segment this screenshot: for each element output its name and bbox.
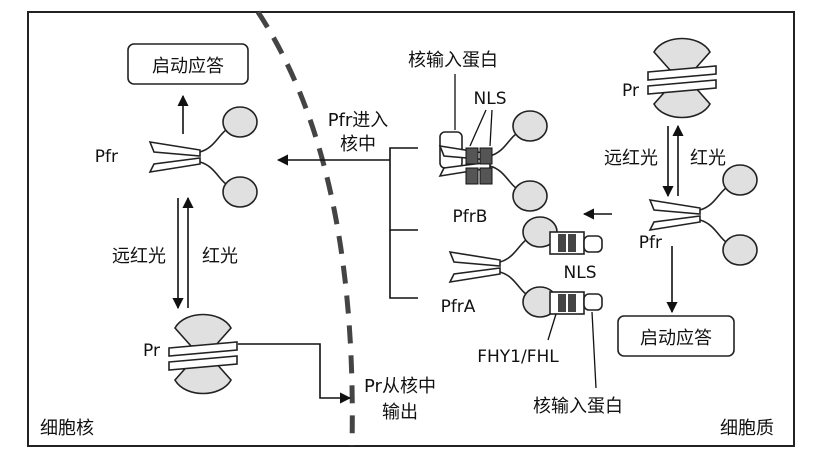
leader-nls-top-1: [469, 109, 487, 147]
nls-label-bottom: NLS: [564, 263, 597, 283]
pfr-enter-label-2: 核中: [340, 134, 376, 155]
arrow-pr-export: [238, 343, 352, 404]
pr-nucleus-label: Pr: [143, 341, 160, 361]
nls-block-b1: [465, 147, 479, 165]
pr-exit-label-2: 输出: [382, 402, 418, 423]
far-red-label-right: 远红光: [604, 148, 658, 169]
nucleus-region-label: 细胞核: [40, 418, 94, 439]
leader-nls-top-2: [489, 109, 493, 147]
nls-block-b4: [479, 167, 493, 185]
red-label-left: 红光: [202, 246, 238, 267]
fhy-top: [549, 231, 585, 255]
import-protein-label-bottom: 核输入蛋白: [533, 396, 623, 417]
pfrB-label: PfrB: [453, 207, 488, 227]
nls-block-b2: [479, 147, 493, 165]
pfr-cytoplasm-label: Pfr: [639, 233, 662, 253]
bracket-upper: [389, 147, 418, 231]
import-protein-label-top: 核输入蛋白: [408, 50, 498, 71]
pr-cytoplasm-label: Pr: [622, 81, 639, 101]
pfrA-label: PfrA: [441, 297, 476, 317]
leader-import-protein-bottom: [591, 311, 597, 389]
pr-exit-label-1: Pr从核中: [364, 376, 436, 397]
far-red-label-left: 远红光: [112, 246, 166, 267]
nls-block-b3: [465, 167, 479, 185]
response-box-left: [127, 43, 249, 85]
response-label-left: 启动应答: [152, 56, 224, 77]
nls-block-a2: [568, 234, 576, 252]
import-protein-a-bottom: [583, 293, 603, 311]
bracket-lower: [389, 230, 418, 299]
nuclear-membrane: [255, 10, 355, 447]
nls-block-a3: [558, 294, 566, 312]
response-box-right: [617, 315, 735, 357]
nls-block-a1: [558, 234, 566, 252]
response-label-right: 启动应答: [640, 328, 712, 349]
nls-label-top: NLS: [474, 89, 507, 109]
cytoplasm-region-label: 细胞质: [720, 418, 774, 439]
nls-block-a4: [568, 294, 576, 312]
fhy-bottom: [549, 291, 585, 315]
pfr-nucleus-label: Pfr: [95, 147, 118, 167]
red-label-right: 红光: [690, 148, 726, 169]
fhy-label: FHY1/FHL: [477, 347, 559, 367]
pfr-enter-label-1: Pfr进入: [328, 110, 389, 131]
import-protein-a-top: [583, 235, 603, 253]
leader-fhy: [547, 313, 557, 341]
